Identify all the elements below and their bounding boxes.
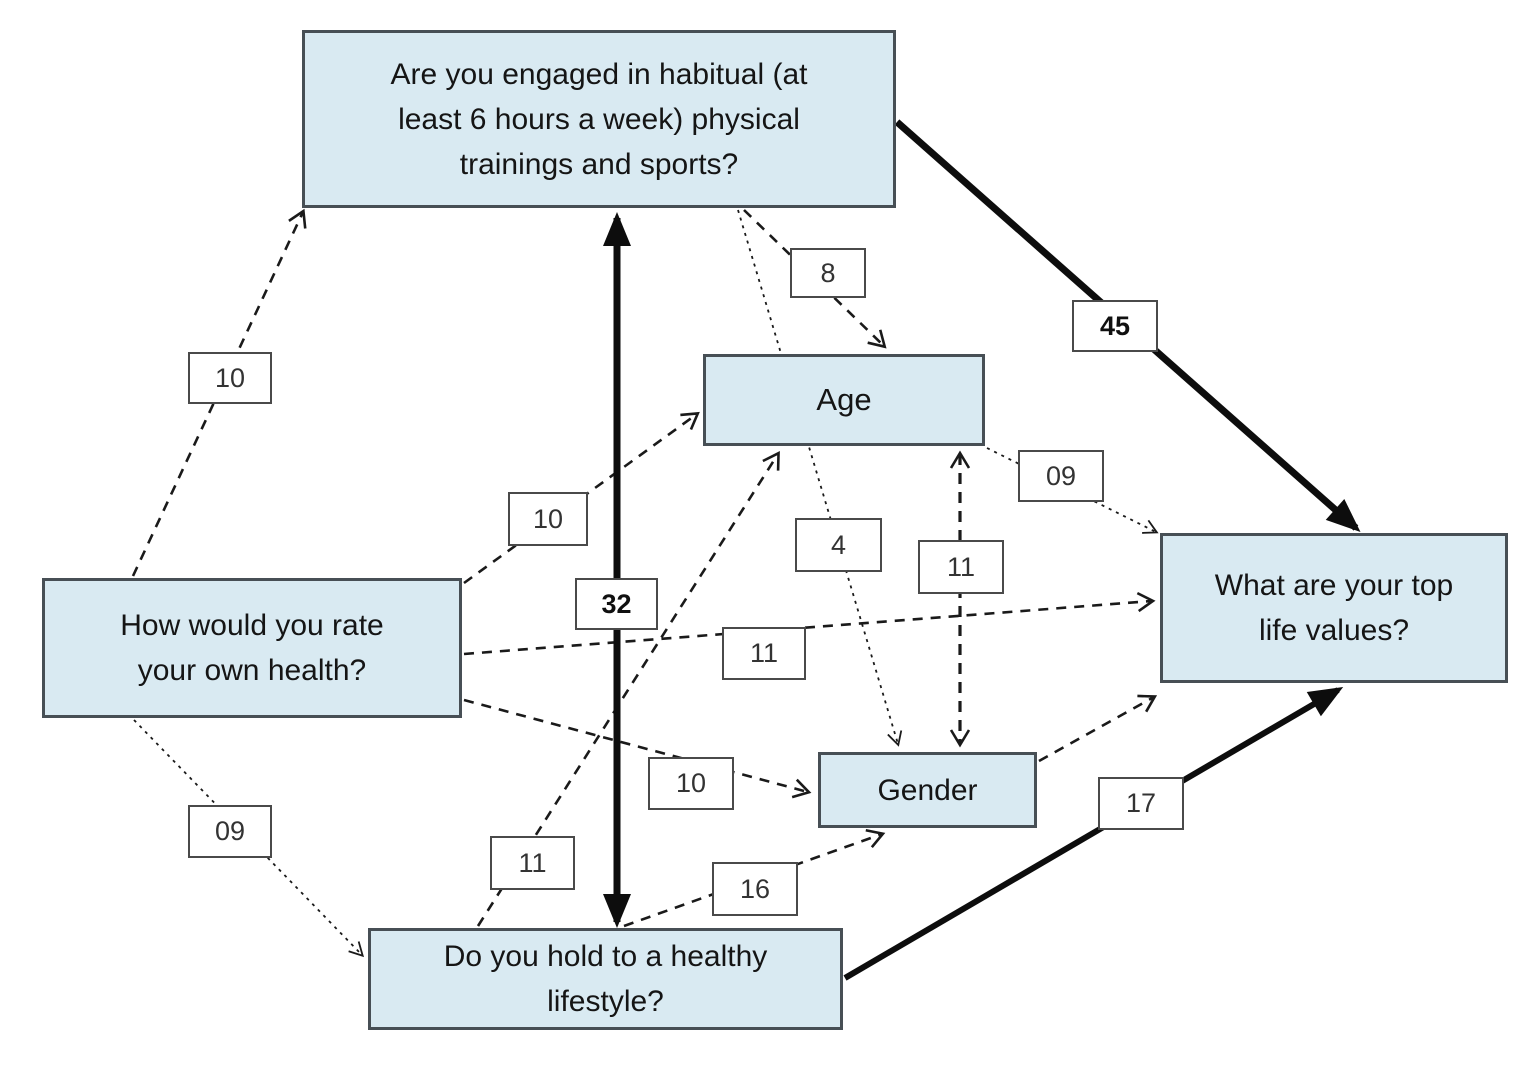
edge-health-lifestyle (133, 719, 365, 958)
node-healthy-lifestyle: Do you hold to a healthy lifestyle? (368, 928, 843, 1030)
edge-label-physical-age: 8 (790, 248, 866, 298)
node-physical-activity: Are you engaged in habitual (at least 6 … (302, 30, 896, 208)
edge-label-health-lifestyle: 09 (188, 805, 272, 858)
edge-physical-gender (737, 209, 903, 747)
edge-label-age-gender: 11 (918, 540, 1004, 594)
edge-health-age (463, 411, 700, 585)
edge-lifestyle-values (843, 686, 1344, 981)
edge-label-health-physical: 10 (188, 352, 272, 404)
edge-label-health-age: 10 (508, 492, 588, 546)
edge-label-lifestyle-physical: 32 (575, 578, 658, 630)
edge-label-lifestyle-gender: 16 (712, 862, 798, 916)
edge-label-physical-gender: 4 (795, 518, 882, 572)
edge-label-health-values: 11 (722, 627, 806, 680)
edge-label-age-values: 09 (1018, 450, 1104, 502)
node-gender: Gender (818, 752, 1037, 828)
edge-lifestyle-gender (623, 828, 886, 928)
edge-label-lifestyle-age: 11 (490, 836, 575, 890)
edge-label-health-gender: 10 (648, 757, 734, 810)
node-age: Age (703, 354, 985, 446)
edge-gender-values (1038, 694, 1158, 763)
edge-label-lifestyle-values: 17 (1098, 777, 1184, 830)
edge-health-gender (463, 698, 812, 799)
edge-label-physical-values: 45 (1072, 300, 1158, 352)
node-health-rating: How would you rate your own health? (42, 578, 462, 718)
node-life-values: What are your top life values? (1160, 533, 1508, 683)
edge-health-values (463, 591, 1156, 656)
